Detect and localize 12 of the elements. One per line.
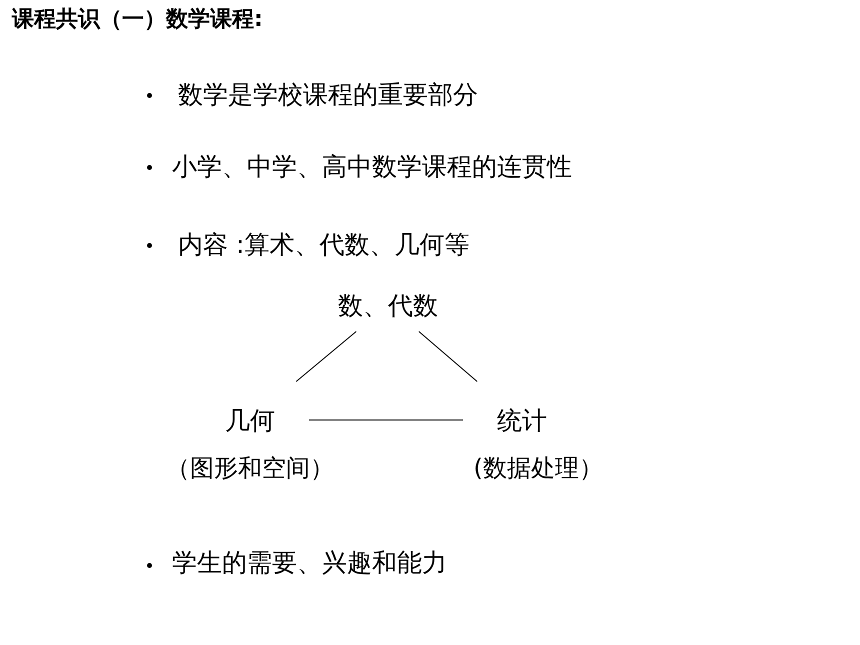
node-caption: （图形和空间） (166, 453, 334, 484)
title: 课程共识（一）数学课程: (12, 6, 263, 34)
bullet-text: 数学是学校课程的重要部分 (178, 79, 478, 111)
connector-line (418, 331, 478, 382)
node-label: 统计 (493, 402, 551, 438)
connector-line (296, 331, 357, 382)
node-label: 数、代数 (334, 286, 442, 324)
node-label: 几何 (221, 402, 279, 438)
bullet-text: 小学、中学、高中数学课程的连贯性 (172, 151, 572, 183)
node-caption: (数据处理） (474, 453, 603, 484)
bullet-text: 内容 :算术、代数、几何等 (178, 229, 470, 261)
bullet-text: 学生的需要、兴趣和能力 (172, 547, 447, 579)
